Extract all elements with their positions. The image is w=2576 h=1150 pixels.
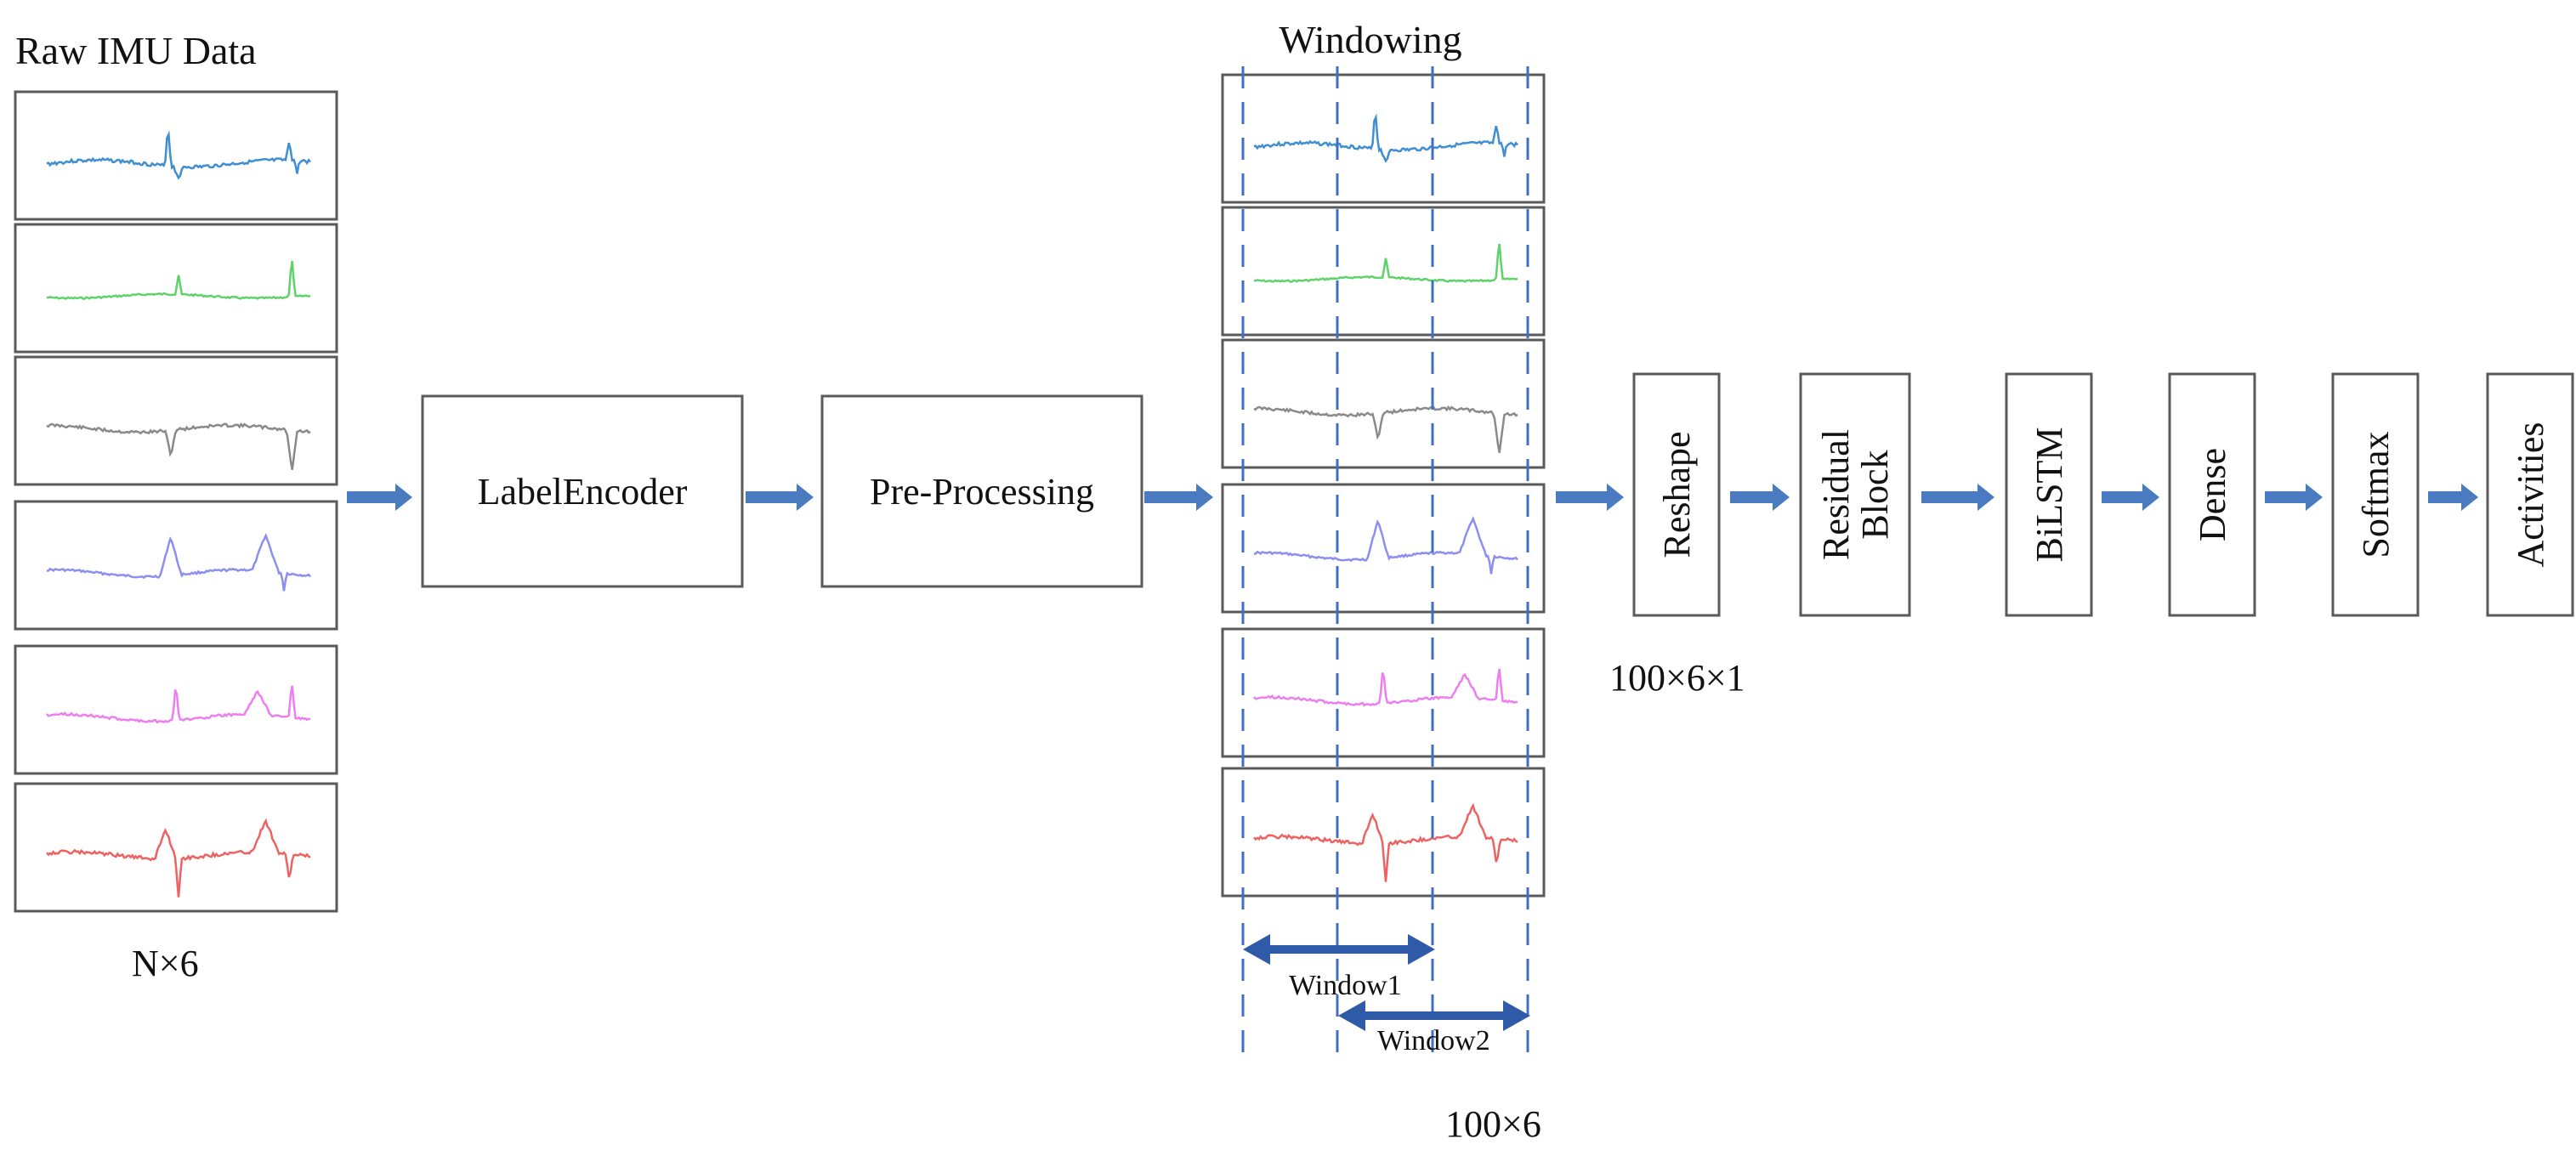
windowed-signal-trace: [1253, 802, 1518, 882]
windowed-signal-trace: [1253, 668, 1518, 707]
flow-arrow-shaft: [2428, 491, 2461, 503]
flow-arrow-head: [1196, 484, 1213, 511]
model-block-bilstm: BiLSTM: [2005, 372, 2093, 617]
model-block-box: [2486, 372, 2574, 617]
window1-marker: Window1: [1243, 934, 1435, 1001]
model-block-label: Reshape: [1656, 431, 1698, 558]
flow-arrow-shaft: [746, 491, 797, 503]
raw-signal-panels: [14, 90, 338, 913]
raw-signal-frame: [14, 500, 338, 631]
windowed-signal-frame: [1221, 627, 1546, 758]
pre-processing-box: [820, 394, 1143, 588]
window2-marker: Window2: [1338, 1000, 1530, 1057]
window1-arrow-left-head: [1243, 934, 1270, 965]
model-block-box: [1799, 372, 1911, 617]
raw-signal-trace: [46, 422, 311, 470]
reshape-shape-label: 100×6×1: [1609, 657, 1745, 699]
window-boundary-lines: [1241, 66, 1529, 1054]
window1-arrow-right-head: [1408, 934, 1435, 965]
windowed-signal-trace: [1254, 516, 1518, 575]
flow-arrow-head: [1773, 484, 1790, 511]
flow-arrow-shaft: [347, 491, 395, 503]
flow-arrow-shaft: [1144, 491, 1196, 503]
model-block-label: Activities: [2510, 422, 2551, 567]
flow-arrow-head: [2142, 484, 2159, 511]
flow-arrows: [347, 484, 2478, 511]
windowed-signal-frame: [1221, 206, 1546, 337]
model-block-residual: ResidualBlock: [1799, 372, 1911, 617]
raw-signal-trace: [46, 818, 311, 898]
raw-signal-frame: [14, 782, 338, 913]
windowed-signal-panels: [1221, 73, 1546, 898]
flow-arrow-shaft: [1556, 491, 1607, 503]
raw-signal-trace: [46, 685, 311, 724]
raw-signal-trace: [46, 260, 311, 300]
raw-signal-frame: [14, 644, 338, 775]
preprocessing-steps: LabelEncoder Pre-Processing: [421, 394, 1143, 588]
model-block-reshape: Reshape: [1632, 372, 1721, 617]
model-block-activities: Activities: [2486, 372, 2574, 617]
flow-arrow-head: [1607, 484, 1624, 511]
model-block-box: [2005, 372, 2093, 617]
model-block-label: Softmax: [2355, 431, 2397, 558]
windowed-signal-frame: [1221, 767, 1546, 898]
raw-signal-trace: [46, 130, 311, 180]
raw-shape-label: N×6: [132, 943, 199, 984]
windowed-signal-frame: [1221, 338, 1546, 469]
windowing-panel: Windowing Window1 Window2 100×6: [1221, 18, 1546, 1145]
windowed-signal-frame: [1221, 483, 1546, 614]
windowing-shape-label: 100×6: [1445, 1103, 1541, 1145]
model-block-label: ResidualBlock: [1815, 429, 1896, 560]
window2-arrow-left-head: [1338, 1000, 1365, 1031]
windowed-signal-trace: [1253, 113, 1518, 163]
flow-arrow-head: [797, 484, 814, 511]
window2-label: Window2: [1377, 1025, 1490, 1057]
flow-arrow-head: [395, 484, 412, 511]
window1-label: Window1: [1289, 970, 1402, 1001]
model-block-label: BiLSTM: [2028, 428, 2070, 563]
model-block-box: [1632, 372, 1721, 617]
flow-arrow-shaft: [1730, 491, 1773, 503]
flow-arrow-shaft: [2102, 491, 2142, 503]
model-blocks: Reshape ResidualBlock BiLSTM Dense Softmax Ac…: [1632, 372, 2574, 617]
model-block-box: [2168, 372, 2256, 617]
windowing-title: Windowing: [1279, 18, 1461, 61]
raw-signal-frame: [14, 355, 338, 486]
raw-imu-panel: Raw IMU Data N×6: [14, 29, 338, 984]
flow-arrow-shaft: [1921, 491, 1977, 503]
window2-arrow-right-head: [1503, 1000, 1530, 1031]
model-block-label: Dense: [2192, 448, 2233, 541]
pre-processing-label: Pre-Processing: [870, 471, 1094, 513]
label-encoder-label: LabelEncoder: [478, 471, 688, 513]
windowed-signal-frame: [1221, 73, 1546, 204]
flow-arrow-head: [2461, 484, 2478, 511]
windowed-signal-trace: [1253, 405, 1518, 453]
flow-arrow-shaft: [2265, 491, 2306, 503]
model-block-box: [2331, 372, 2420, 617]
flow-arrow-head: [1977, 484, 1994, 511]
model-block-dense: Dense: [2168, 372, 2256, 617]
model-block-softmax: Softmax: [2331, 372, 2420, 617]
windowed-signal-trace: [1253, 243, 1518, 283]
flow-arrow-head: [2306, 484, 2323, 511]
raw-signal-frame: [14, 90, 338, 221]
raw-imu-title: Raw IMU Data: [15, 29, 257, 72]
label-encoder-box: [421, 394, 744, 588]
raw-signal-trace: [47, 533, 311, 592]
